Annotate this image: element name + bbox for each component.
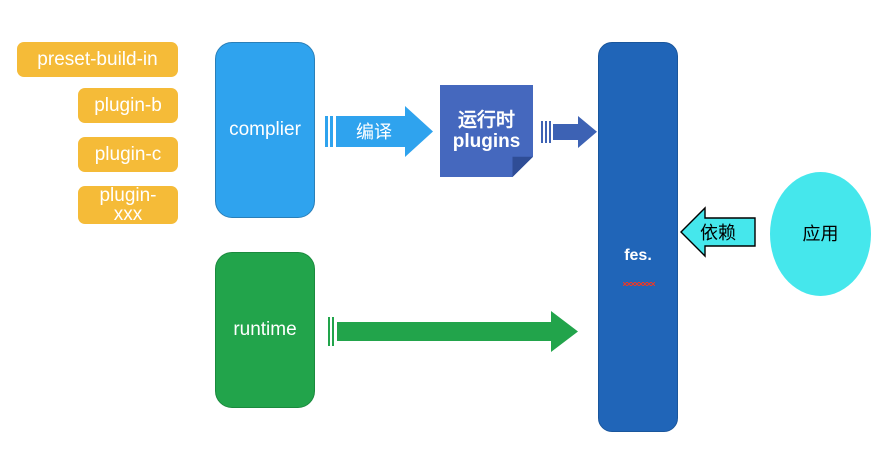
node-runtime[interactable]: runtime: [215, 252, 315, 408]
node-plugin-b[interactable]: plugin-b: [78, 88, 178, 123]
spellcheck-squiggle-icon: [623, 281, 655, 286]
node-complier[interactable]: complier: [215, 42, 315, 218]
fes-label-wrapper: fes.: [623, 229, 655, 286]
arrow-plugins-to-fes: [541, 116, 597, 148]
fes-label: fes.: [624, 246, 652, 264]
arrow-runtime-to-fes: [328, 311, 578, 352]
node-application[interactable]: 应用: [770, 172, 871, 296]
node-fes[interactable]: fes.: [598, 42, 678, 432]
arrow-label-depend: 依赖: [700, 223, 736, 243]
node-runtime-plugins[interactable]: 运行时 plugins: [440, 85, 533, 177]
node-plugin-xxx[interactable]: plugin- xxx: [78, 185, 178, 224]
node-preset-build-in[interactable]: preset-build-in: [17, 42, 178, 77]
arrow-label-compile: 编译: [356, 122, 392, 142]
node-plugin-c[interactable]: plugin-c: [78, 137, 178, 172]
